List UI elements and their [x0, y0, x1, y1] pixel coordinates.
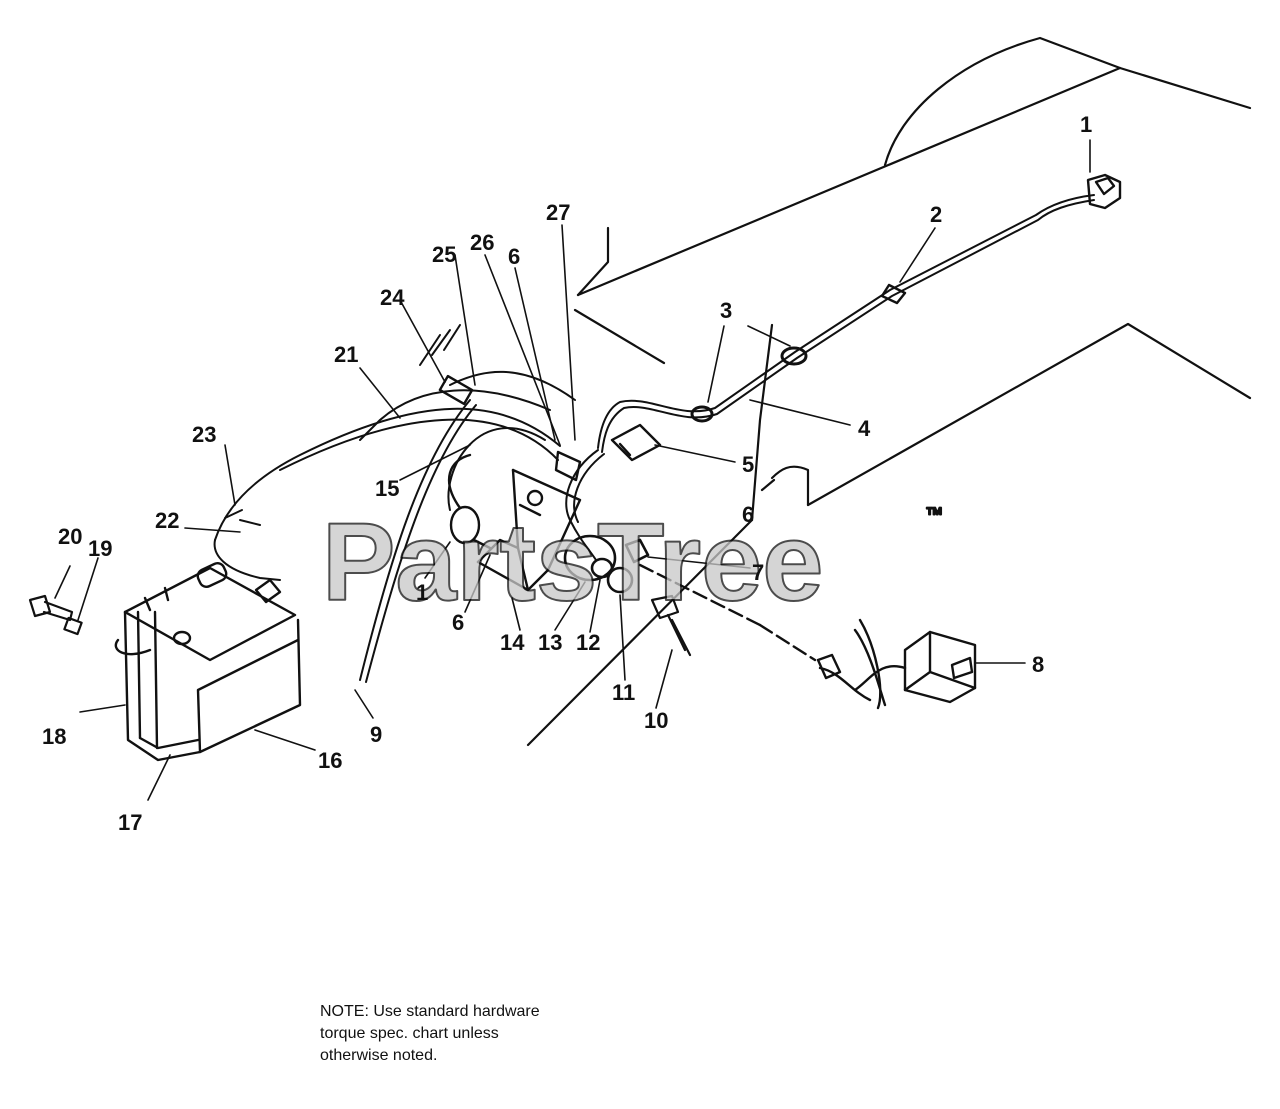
callout-8: 8 [1032, 652, 1044, 677]
callout-21: 21 [334, 342, 358, 367]
note-line-1: NOTE: Use standard hardware [320, 1003, 540, 1020]
note-line-2: torque spec. chart unless [320, 1025, 499, 1042]
callout-23: 23 [192, 422, 216, 447]
callout-6-right: 6 [742, 502, 754, 527]
callout-27: 27 [546, 200, 570, 225]
callout-15: 15 [375, 476, 399, 501]
battery-box [114, 562, 302, 762]
callout-12: 12 [576, 630, 600, 655]
leader-lines [54, 139, 1091, 801]
callout-6-top: 6 [508, 244, 520, 269]
note-line-3: otherwise noted. [320, 1047, 438, 1064]
callout-1-connector-right: 1 [1080, 112, 1092, 137]
battery-charger [638, 563, 977, 710]
connector-right [1086, 173, 1122, 210]
connector-left [448, 453, 492, 550]
callout-20: 20 [58, 524, 82, 549]
callout-22: 22 [155, 508, 179, 533]
callout-16: 16 [318, 748, 342, 773]
callout-5: 5 [742, 452, 754, 477]
callout-19: 19 [88, 536, 112, 561]
callout-24: 24 [380, 285, 405, 310]
ignition-key [650, 594, 692, 657]
torque-note: NOTE: Use standard hardware torque spec.… [320, 1001, 640, 1067]
ignition-switch [563, 534, 650, 594]
watermark-trademark: ™ [925, 504, 943, 524]
callout-7: 7 [752, 560, 764, 585]
callout-26: 26 [470, 230, 494, 255]
callout-10: 10 [644, 708, 668, 733]
tractor-body-outline [526, 36, 1252, 747]
battery-bolt-and-nut [28, 594, 83, 636]
callout-1-connector-left: 1 [416, 580, 428, 605]
callout-18: 18 [42, 724, 66, 749]
callout-3: 3 [720, 298, 732, 323]
callout-2: 2 [930, 202, 942, 227]
watermark-brand: PartsTree [322, 501, 823, 624]
battery-cables [213, 324, 576, 683]
callout-13: 13 [538, 630, 562, 655]
callout-25: 25 [432, 242, 456, 267]
callout-17: 17 [118, 810, 142, 835]
callout-labels: 1 2 3 4 5 6 6 6 7 8 9 10 11 12 13 14 15 … [42, 112, 1092, 835]
callout-4: 4 [858, 416, 871, 441]
callout-11: 11 [612, 680, 635, 705]
safety-switch [610, 423, 662, 462]
ignition-bracket-assembly [476, 450, 582, 592]
callout-6-bottom: 6 [452, 610, 464, 635]
callout-9: 9 [370, 722, 382, 747]
callout-14: 14 [500, 630, 525, 655]
